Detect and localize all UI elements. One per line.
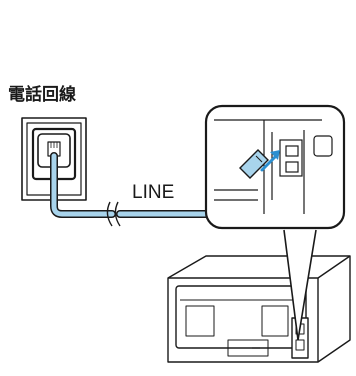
insert-arrow-icon [260,150,280,172]
cable-label: LINE [132,182,174,203]
printer [167,255,351,363]
phone-wall-jack-icon [21,117,87,201]
callout-pointer [283,229,317,341]
zoom-callout [204,104,346,230]
rj11-plug-icon [239,149,269,179]
diagram-title: 電話回線 [8,84,76,105]
